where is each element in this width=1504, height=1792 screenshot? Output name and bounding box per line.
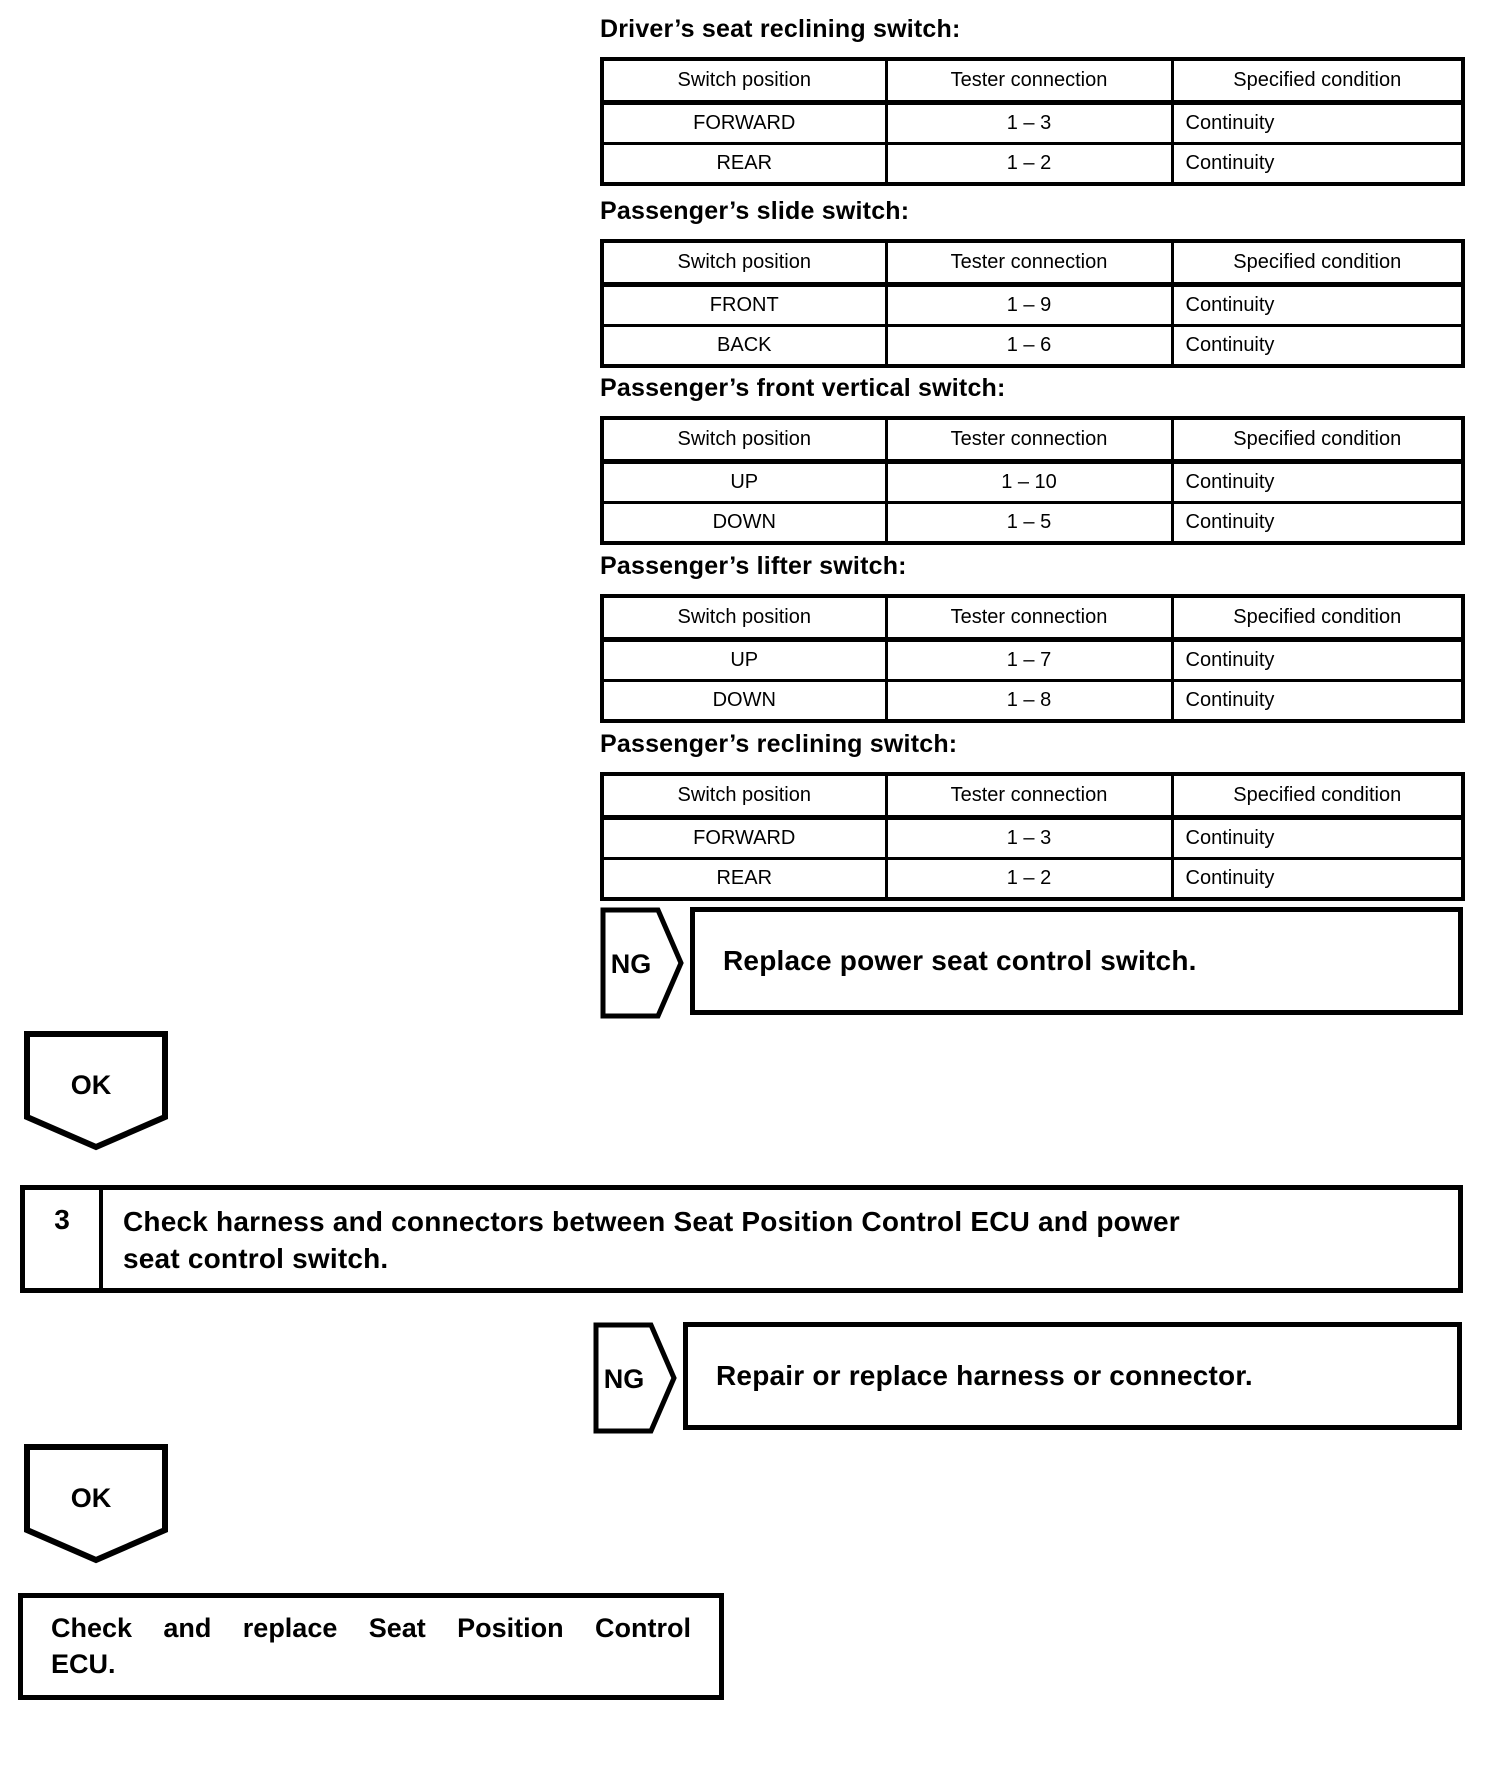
header-specified-condition: Specified condition	[1170, 594, 1465, 642]
table-row: BACK 1 – 6 Continuity	[600, 324, 1465, 368]
cell-specified-condition: Continuity	[1170, 324, 1465, 368]
cell-tester-connection: 1 – 9	[884, 283, 1174, 327]
ok-label: OK	[71, 1483, 112, 1513]
header-switch-position: Switch position	[600, 772, 888, 820]
ok-arrow-icon: OK	[24, 1444, 168, 1564]
cell-specified-condition: Continuity	[1170, 142, 1465, 186]
table-header-row: Switch position Tester connection Specif…	[600, 416, 1465, 464]
switch-section-passenger-reclining: Passenger’s reclining switch: Switch pos…	[600, 730, 1465, 901]
cell-specified-condition: Continuity	[1170, 101, 1465, 145]
table-header-row: Switch position Tester connection Specif…	[600, 57, 1465, 105]
switch-section-passenger-front-vertical: Passenger’s front vertical switch: Switc…	[600, 374, 1465, 545]
table-header-row: Switch position Tester connection Specif…	[600, 772, 1465, 820]
switch-section-passenger-slide: Passenger’s slide switch: Switch positio…	[600, 197, 1465, 368]
table-row: FORWARD 1 – 3 Continuity	[600, 101, 1465, 145]
switch-spec-table: Switch position Tester connection Specif…	[600, 772, 1465, 901]
section-heading: Passenger’s lifter switch:	[600, 552, 907, 580]
step-number: 3	[25, 1190, 103, 1288]
cell-specified-condition: Continuity	[1170, 283, 1465, 327]
final-action-line-1: Check and replace Seat Position Control	[51, 1613, 691, 1643]
header-switch-position: Switch position	[600, 416, 888, 464]
step-3-box: 3 Check harness and connectors between S…	[20, 1185, 1463, 1293]
table-row: UP 1 – 10 Continuity	[600, 460, 1465, 504]
ng-label: NG	[611, 949, 652, 979]
switch-spec-table: Switch position Tester connection Specif…	[600, 594, 1465, 723]
cell-switch-position: DOWN	[600, 679, 888, 723]
cell-switch-position: REAR	[600, 857, 888, 901]
ng-action-box: Replace power seat control switch.	[690, 907, 1463, 1015]
table-row: DOWN 1 – 5 Continuity	[600, 501, 1465, 545]
cell-tester-connection: 1 – 2	[884, 142, 1174, 186]
table-header-row: Switch position Tester connection Specif…	[600, 594, 1465, 642]
cell-specified-condition: Continuity	[1170, 857, 1465, 901]
table-row: FORWARD 1 – 3 Continuity	[600, 816, 1465, 860]
final-action-box: Check and replace Seat Position Control …	[18, 1593, 724, 1700]
cell-tester-connection: 1 – 6	[884, 324, 1174, 368]
table-row: REAR 1 – 2 Continuity	[600, 142, 1465, 186]
section-heading: Passenger’s reclining switch:	[600, 730, 958, 758]
table-row: FRONT 1 – 9 Continuity	[600, 283, 1465, 327]
cell-specified-condition: Continuity	[1170, 501, 1465, 545]
header-switch-position: Switch position	[600, 594, 888, 642]
cell-switch-position: FORWARD	[600, 101, 888, 145]
cell-specified-condition: Continuity	[1170, 638, 1465, 682]
cell-tester-connection: 1 – 2	[884, 857, 1174, 901]
header-tester-connection: Tester connection	[884, 57, 1174, 105]
cell-specified-condition: Continuity	[1170, 460, 1465, 504]
table-row: DOWN 1 – 8 Continuity	[600, 679, 1465, 723]
switch-spec-table: Switch position Tester connection Specif…	[600, 416, 1465, 545]
header-tester-connection: Tester connection	[884, 594, 1174, 642]
header-specified-condition: Specified condition	[1170, 416, 1465, 464]
cell-tester-connection: 1 – 7	[884, 638, 1174, 682]
step-instruction-line-1: Check harness and connectors between Sea…	[123, 1206, 1180, 1237]
cell-specified-condition: Continuity	[1170, 816, 1465, 860]
header-tester-connection: Tester connection	[884, 416, 1174, 464]
cell-switch-position: DOWN	[600, 501, 888, 545]
section-heading: Passenger’s front vertical switch:	[600, 374, 1006, 402]
header-switch-position: Switch position	[600, 239, 888, 287]
header-tester-connection: Tester connection	[884, 239, 1174, 287]
cell-switch-position: FORWARD	[600, 816, 888, 860]
cell-switch-position: UP	[600, 460, 888, 504]
final-action-line-2: ECU.	[51, 1649, 116, 1679]
ng-branch-1: NG Replace power seat control switch.	[600, 907, 1463, 1019]
table-row: UP 1 – 7 Continuity	[600, 638, 1465, 682]
cell-tester-connection: 1 – 8	[884, 679, 1174, 723]
cell-tester-connection: 1 – 3	[884, 816, 1174, 860]
table-header-row: Switch position Tester connection Specif…	[600, 239, 1465, 287]
table-row: REAR 1 – 2 Continuity	[600, 857, 1465, 901]
cell-switch-position: BACK	[600, 324, 888, 368]
ng-arrow-icon: NG	[593, 1322, 677, 1434]
ng-branch-2: NG Repair or replace harness or connecto…	[593, 1322, 1462, 1434]
cell-switch-position: UP	[600, 638, 888, 682]
switch-section-passenger-lifter: Passenger’s lifter switch: Switch positi…	[600, 552, 1465, 723]
cell-specified-condition: Continuity	[1170, 679, 1465, 723]
header-specified-condition: Specified condition	[1170, 239, 1465, 287]
section-heading: Passenger’s slide switch:	[600, 197, 910, 225]
header-tester-connection: Tester connection	[884, 772, 1174, 820]
switch-section-driver-reclining: Driver’s seat reclining switch: Switch p…	[600, 15, 1465, 186]
ng-arrow-icon: NG	[600, 907, 684, 1019]
header-specified-condition: Specified condition	[1170, 57, 1465, 105]
cell-tester-connection: 1 – 3	[884, 101, 1174, 145]
cell-switch-position: FRONT	[600, 283, 888, 327]
step-instruction: Check harness and connectors between Sea…	[103, 1190, 1200, 1288]
ok-label: OK	[71, 1070, 112, 1100]
switch-spec-table: Switch position Tester connection Specif…	[600, 57, 1465, 186]
header-specified-condition: Specified condition	[1170, 772, 1465, 820]
header-switch-position: Switch position	[600, 57, 888, 105]
cell-tester-connection: 1 – 10	[884, 460, 1174, 504]
step-instruction-line-2: seat control switch.	[123, 1243, 389, 1274]
ng-label: NG	[604, 1364, 645, 1394]
section-heading: Driver’s seat reclining switch:	[600, 15, 961, 43]
ok-arrow-icon: OK	[24, 1031, 168, 1151]
switch-spec-table: Switch position Tester connection Specif…	[600, 239, 1465, 368]
cell-tester-connection: 1 – 5	[884, 501, 1174, 545]
ng-action-box: Repair or replace harness or connector.	[683, 1322, 1462, 1430]
cell-switch-position: REAR	[600, 142, 888, 186]
